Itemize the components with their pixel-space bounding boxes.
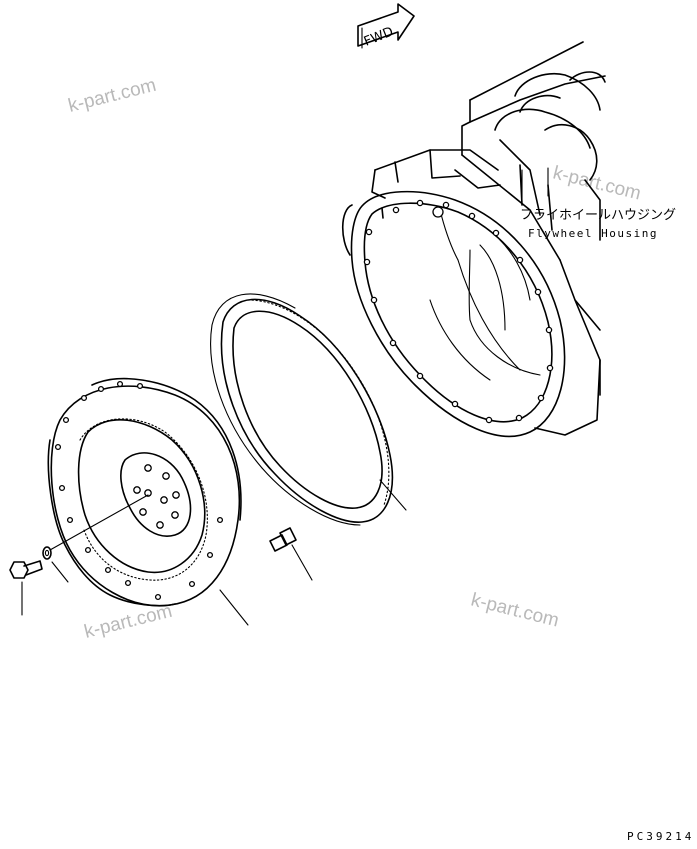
washer bbox=[42, 546, 69, 583]
drawing-code: PC39214 bbox=[627, 830, 694, 843]
watermarks: k-part.com k-part.com k-part.com k-part.… bbox=[66, 75, 643, 643]
watermark-1: k-part.com bbox=[66, 75, 158, 117]
housing-label-en: Flywheel Housing bbox=[528, 227, 658, 240]
housing-bolt-holes bbox=[363, 199, 554, 424]
fwd-arrow-icon: FWD bbox=[357, 3, 415, 50]
watermark-4: k-part.com bbox=[469, 589, 561, 631]
ring-gear bbox=[210, 293, 407, 526]
fwd-label: FWD bbox=[362, 24, 396, 49]
bolt bbox=[9, 560, 43, 616]
watermark-3: k-part.com bbox=[82, 601, 174, 643]
housing-label-jp: フライホイールハウジング bbox=[520, 208, 676, 223]
bolt-axis-line bbox=[49, 494, 149, 551]
watermark-2: k-part.com bbox=[551, 162, 643, 204]
flywheel-housing bbox=[341, 167, 566, 437]
flywheel bbox=[47, 377, 249, 626]
engine-block bbox=[371, 41, 606, 436]
dowel-pin bbox=[269, 527, 313, 581]
flywheel-holes bbox=[54, 380, 224, 601]
